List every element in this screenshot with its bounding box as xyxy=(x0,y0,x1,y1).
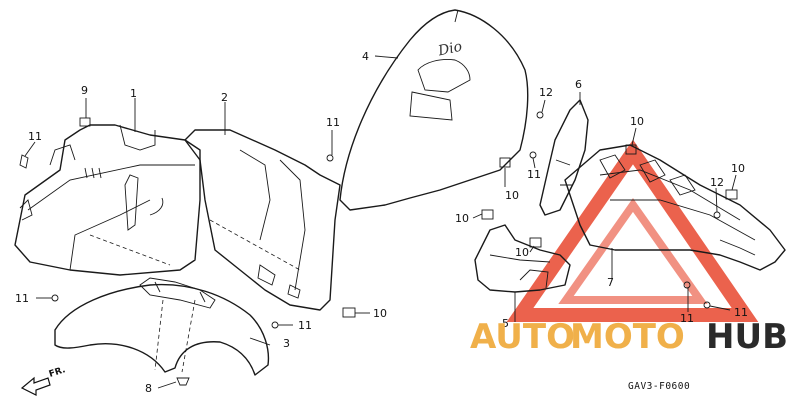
callout-10a: 10 xyxy=(373,307,387,320)
callout-8: 8 xyxy=(145,382,152,395)
leader-lines xyxy=(24,55,737,389)
callout-11g: 11 xyxy=(734,306,748,319)
emblem-script: Dio xyxy=(436,39,464,60)
callout-10d: 10 xyxy=(515,246,529,259)
callout-11a: 11 xyxy=(28,130,42,143)
callout-1: 1 xyxy=(130,87,137,100)
callout-10e: 10 xyxy=(630,115,644,128)
callout-11e: 11 xyxy=(527,168,541,181)
part-2-inner-panel xyxy=(184,129,341,311)
part-1-inner-box xyxy=(14,124,201,276)
callout-11b: 11 xyxy=(15,292,29,305)
callout-12a: 12 xyxy=(539,86,553,99)
part-4-front-cover xyxy=(339,9,529,211)
watermark-part-hub: HUB xyxy=(706,317,788,357)
callout-10f: 10 xyxy=(731,162,745,175)
callout-11c: 11 xyxy=(298,319,312,332)
callout-5: 5 xyxy=(502,317,509,330)
fasteners xyxy=(19,111,738,386)
callout-11f: 11 xyxy=(680,312,694,325)
callout-4: 4 xyxy=(362,50,369,63)
assembly-lines xyxy=(89,219,301,373)
callout-6: 6 xyxy=(575,78,582,91)
callout-2: 2 xyxy=(221,91,228,104)
callout-9: 9 xyxy=(81,84,88,97)
watermark-part-auto: AUTO xyxy=(470,317,575,357)
part-5-lower-cover xyxy=(474,224,571,293)
watermark-triangle xyxy=(506,139,759,322)
watermark-part-moto: MOTO xyxy=(570,317,685,357)
callout-11d: 11 xyxy=(326,116,340,129)
callouts: 1 2 3 4 5 6 7 8 9 10 10 10 10 10 10 11 1… xyxy=(15,50,748,395)
callout-10b: 10 xyxy=(505,189,519,202)
diagram-code: GAV3-F0600 xyxy=(628,381,690,392)
part-6-bracket xyxy=(539,99,589,216)
callout-3: 3 xyxy=(283,337,290,350)
part-3-front-fender xyxy=(54,277,270,376)
callout-12b: 12 xyxy=(710,176,724,189)
front-direction-arrow: FR. xyxy=(20,365,67,396)
callout-7: 7 xyxy=(607,276,614,289)
direction-label: FR. xyxy=(48,365,67,380)
callout-10c: 10 xyxy=(455,212,469,225)
part-7-under-cover xyxy=(564,144,786,271)
watermark-text: AUTO MOTO HUB xyxy=(470,317,788,357)
